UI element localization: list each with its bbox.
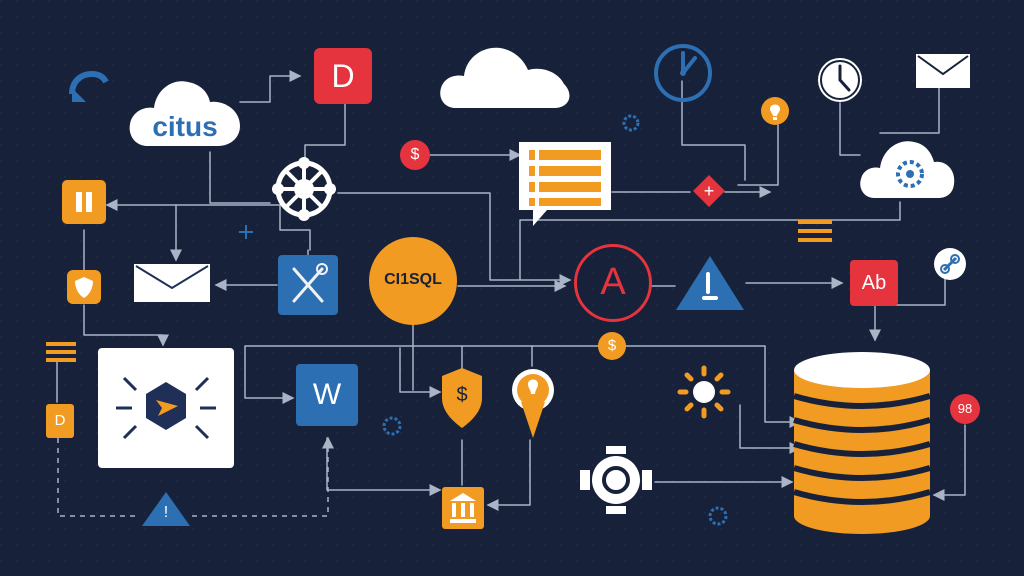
citus-cloud: citus	[126, 64, 244, 156]
valve-icon-node	[576, 440, 656, 520]
sparkle-icon	[239, 225, 253, 239]
database-stack	[792, 350, 932, 536]
cloud-icon	[440, 47, 570, 108]
dollar-red-label: $	[410, 146, 420, 163]
ab-tile-label: Ab	[861, 272, 887, 294]
sparkle-icon	[382, 416, 402, 436]
sun-gear	[676, 364, 732, 420]
chat-list-icon	[519, 142, 611, 226]
clock-right	[814, 54, 866, 106]
number-badge-label: 98	[957, 401, 973, 416]
dollar-shield-icon	[442, 368, 482, 428]
ab-tile[interactable]: Ab	[850, 260, 898, 306]
hex-panel[interactable]	[98, 348, 234, 468]
lightbulb-icon	[761, 97, 789, 125]
menu-small	[798, 220, 832, 242]
d-small-label: D	[54, 412, 66, 429]
link-icon-node	[934, 248, 966, 280]
shield-icon	[75, 277, 93, 298]
plus-icon	[693, 175, 725, 207]
network-icon	[272, 157, 336, 221]
number-badge: 98	[950, 394, 980, 424]
warning-icon	[676, 256, 744, 310]
w-tile-label: W	[312, 378, 342, 411]
sparkle-icon	[622, 114, 640, 132]
d-tile[interactable]: D	[314, 48, 372, 104]
pause-tile[interactable]	[62, 180, 106, 224]
d-small: D	[46, 404, 74, 438]
citus-sql-label: CI1SQL	[384, 271, 442, 288]
citus-label: citus	[152, 111, 218, 142]
gear-cloud	[858, 124, 956, 202]
dollar-shield-label: $	[456, 384, 468, 406]
a-circle-label: A	[600, 261, 626, 303]
mail-icon	[134, 264, 210, 302]
mail-icon	[916, 54, 970, 88]
warning-bottom-label: !	[163, 504, 169, 521]
bank-icon	[450, 493, 476, 523]
sparkle-2	[380, 414, 404, 438]
tools-tile[interactable]	[278, 255, 338, 315]
top-cloud	[438, 38, 576, 112]
network-hub	[268, 154, 340, 224]
bank-tile[interactable]	[442, 487, 484, 529]
clock-left	[650, 40, 716, 106]
clock-icon	[818, 58, 862, 102]
a-circle[interactable]: A	[574, 244, 652, 322]
corner-refresh	[66, 66, 112, 106]
lightbulb-badge-icon	[512, 369, 554, 438]
refresh-icon	[69, 70, 109, 102]
valve-icon	[580, 446, 652, 514]
w-tile[interactable]: W	[296, 364, 358, 426]
warning-icon	[142, 492, 190, 526]
d-tile-label: D	[331, 58, 355, 94]
dollar-shield[interactable]: $	[440, 366, 484, 430]
list-chat[interactable]	[517, 140, 613, 228]
clock-icon	[654, 44, 712, 102]
tools-icon	[292, 263, 328, 303]
pause-icon	[76, 192, 92, 212]
sparkle-3	[706, 504, 730, 528]
menu-icon	[798, 220, 832, 242]
menu-left	[46, 342, 76, 362]
lightbulb-small	[760, 96, 790, 126]
dollar-red[interactable]: $	[400, 140, 430, 170]
gear-cloud-icon	[860, 141, 955, 198]
shield-small	[67, 270, 101, 304]
sparkle-1	[620, 112, 642, 134]
link-icon	[940, 254, 960, 274]
database-icon	[793, 352, 931, 534]
sparkle-icon	[708, 506, 728, 526]
sun-gear-icon	[677, 365, 731, 419]
menu-icon	[46, 342, 76, 362]
plus-diamond-label: +	[703, 181, 715, 201]
cloud-icon	[129, 81, 240, 146]
mail-top[interactable]	[914, 52, 972, 92]
plus-diamond[interactable]: +	[692, 174, 726, 208]
citus-sql-circle[interactable]: CI1SQL	[369, 237, 457, 325]
dollar-orange[interactable]: $	[598, 332, 626, 360]
bulb-badge	[510, 366, 556, 440]
warning-bottom: !	[140, 490, 192, 528]
expand-hexagon-icon	[116, 376, 216, 440]
mail-mid[interactable]	[132, 262, 212, 304]
dollar-orange-label: $	[607, 337, 617, 354]
sparkle-4	[238, 224, 254, 240]
warning-blue	[674, 254, 746, 312]
